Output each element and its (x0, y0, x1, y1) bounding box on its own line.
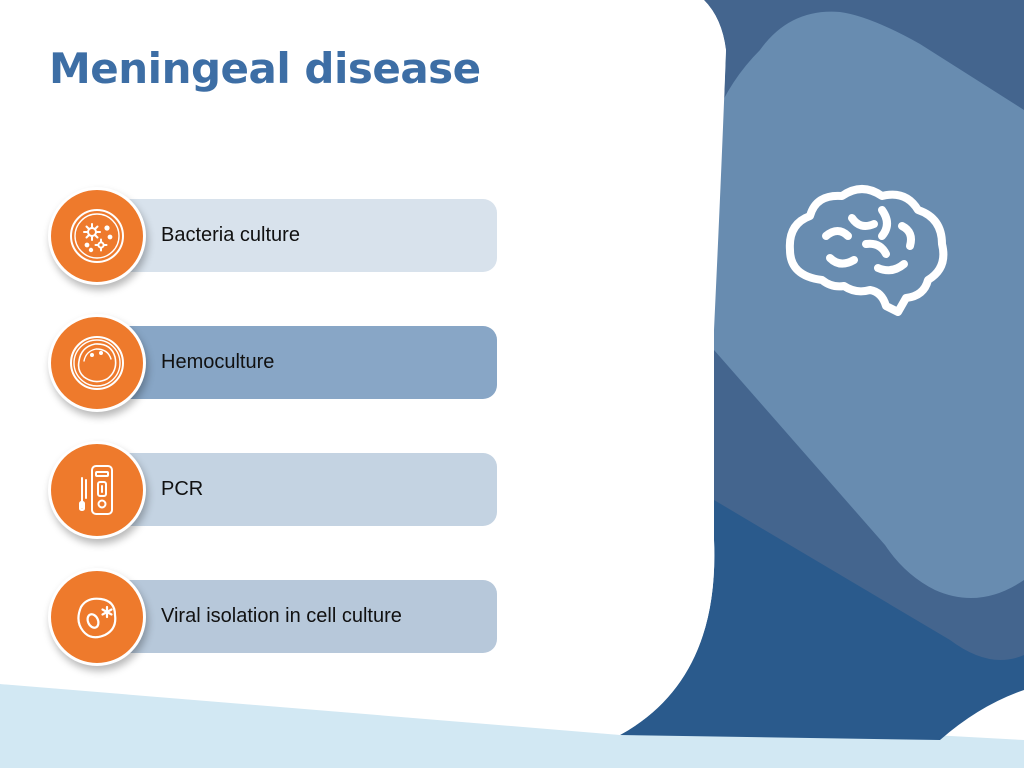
petri-dish-bacteria-icon (70, 209, 124, 263)
brain-icon (785, 185, 948, 316)
blood-culture-dish-icon (70, 336, 124, 390)
list-item-bacteria-culture: Bacteria culture (46, 187, 506, 287)
icon-badge (48, 314, 146, 412)
icon-badge (48, 568, 146, 666)
item-bar (106, 453, 497, 526)
list-item-pcr: PCR (46, 441, 506, 541)
item-label: PCR (161, 478, 204, 500)
virus-cell-icon (77, 597, 117, 639)
list-item-viral-isolation: Viral isolation in cell culture (46, 568, 506, 668)
slide-title: Meningeal disease (49, 44, 481, 93)
icon-badge (48, 187, 146, 285)
item-label: Bacteria culture (161, 224, 300, 246)
item-label: Viral isolation in cell culture (161, 605, 402, 627)
item-bar (106, 326, 497, 399)
icon-badge (48, 441, 146, 539)
item-bar (106, 199, 497, 272)
item-bar (106, 580, 497, 653)
list-item-hemoculture: Hemoculture (46, 314, 506, 414)
pcr-test-cassette-icon (79, 465, 113, 515)
item-label: Hemoculture (161, 351, 275, 373)
steel-rounded-shape (714, 11, 1024, 599)
